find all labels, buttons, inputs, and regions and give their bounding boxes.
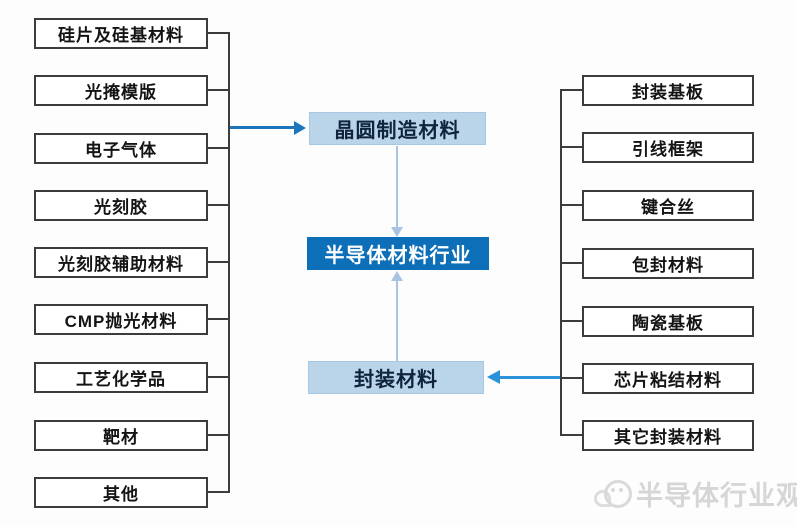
left-box-process-chemicals: 工艺化学品 [34, 362, 208, 393]
left-box-cmp-polish: CMP抛光材料 [34, 304, 208, 335]
connector-line [560, 204, 583, 206]
left-box-photoresist: 光刻胶 [34, 190, 208, 221]
connector-line [206, 261, 230, 263]
arrow-wafer-to-industry [396, 146, 398, 227]
arrow-right-head-icon [294, 121, 306, 135]
right-box-ceramic-substrate: 陶瓷基板 [582, 306, 754, 337]
watermark-text: 半导体行业观察 [636, 481, 797, 511]
connector-line [206, 89, 230, 91]
left-box-target-material: 靶材 [34, 420, 208, 451]
right-box-encapsulant: 包封材料 [582, 248, 754, 279]
right-spine-line [560, 89, 562, 436]
right-box-bonding-wire: 键合丝 [582, 190, 754, 221]
center-box-packaging-materials: 封装材料 [308, 361, 484, 394]
connector-line [206, 147, 230, 149]
arrow-packaging-to-industry [396, 281, 398, 361]
connector-line [206, 318, 230, 320]
left-box-photoresist-aux: 光刻胶辅助材料 [34, 247, 208, 278]
connector-line [206, 32, 230, 34]
connector-line [560, 320, 583, 322]
chat-bubble-face-icon [592, 476, 632, 512]
center-box-wafer-materials: 晶圆制造材料 [309, 112, 486, 145]
center-box-industry: 半导体材料行业 [307, 237, 489, 270]
left-box-electronic-gas: 电子气体 [34, 133, 208, 164]
watermark: 半导体行业观察 [592, 474, 797, 513]
left-box-silicon-wafer: 硅片及硅基材料 [34, 18, 208, 49]
arrow-up-head-icon [391, 271, 403, 281]
connector-line [560, 146, 583, 148]
left-box-photomask: 光掩模版 [34, 75, 208, 106]
right-box-die-attach: 芯片粘结材料 [582, 363, 754, 394]
arrow-down-head-icon [391, 227, 403, 237]
connector-line [206, 376, 230, 378]
left-box-other: 其他 [34, 477, 208, 508]
connector-line [206, 204, 230, 206]
connector-line [560, 377, 583, 379]
left-spine-line [228, 32, 230, 493]
connector-line [560, 434, 583, 436]
right-box-other-packaging: 其它封装材料 [582, 420, 754, 451]
arrow-left-head-icon [487, 370, 500, 384]
arrow-left-to-wafer [230, 126, 296, 129]
right-box-lead-frame: 引线框架 [582, 132, 754, 163]
connector-line [560, 262, 583, 264]
arrow-right-to-packaging [500, 376, 562, 379]
connector-line [560, 89, 583, 91]
connector-line [206, 491, 230, 493]
connector-line [206, 434, 230, 436]
right-box-package-substrate: 封装基板 [582, 75, 754, 106]
